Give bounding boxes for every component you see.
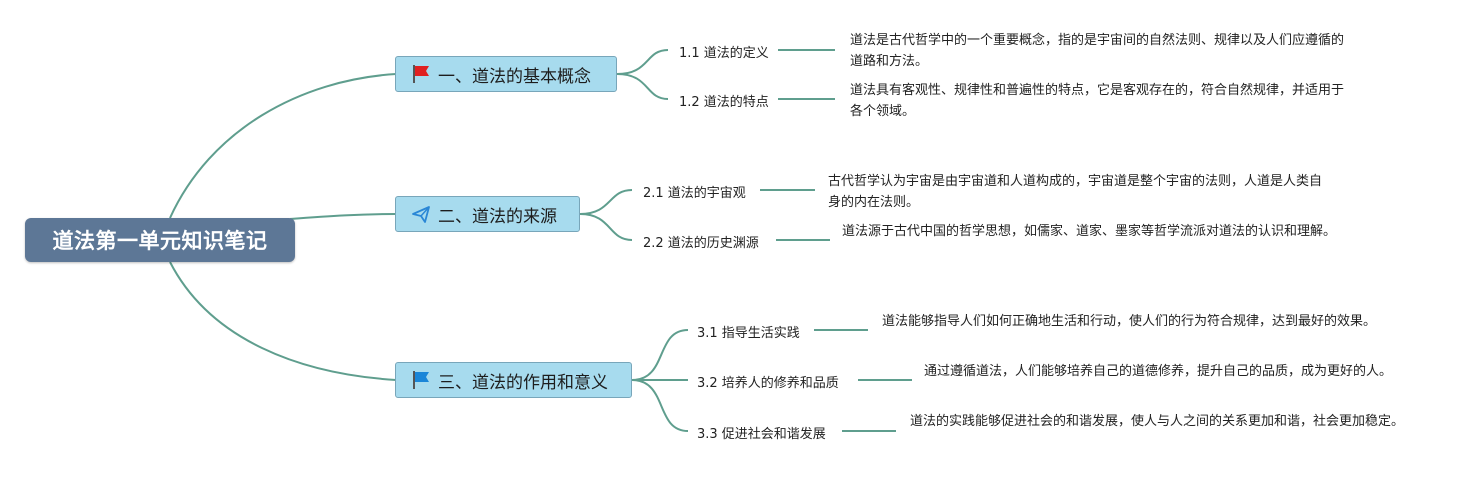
blue-flag-icon <box>410 370 432 390</box>
description-3-2: 通过遵循道法，人们能够培养自己的道德修养，提升自己的品质，成为更好的人。 <box>924 364 1393 379</box>
subtopic-2-2[interactable]: 2.2 道法的历史渊源 <box>643 236 759 251</box>
description-2-2: 道法源于古代中国的哲学思想，如儒家、道家、墨家等哲学流派对道法的认识和理解。 <box>842 224 1337 239</box>
subtopic-1-2[interactable]: 1.2 道法的特点 <box>679 95 769 110</box>
subtopic-3-3[interactable]: 3.3 促进社会和谐发展 <box>697 427 826 442</box>
subtopic-3-1[interactable]: 3.1 指导生活实践 <box>697 326 800 341</box>
branch-node-origins[interactable]: 二、道法的来源 <box>395 196 580 232</box>
subtopic-2-1[interactable]: 2.1 道法的宇宙观 <box>643 186 746 201</box>
subtopic-3-2[interactable]: 3.2 培养人的修养和品质 <box>697 376 839 391</box>
branch-label: 二、道法的来源 <box>438 206 557 227</box>
branch-node-basic-concepts[interactable]: 一、道法的基本概念 <box>395 56 617 92</box>
root-label: 道法第一单元知识笔记 <box>52 229 268 253</box>
branch-label: 一、道法的基本概念 <box>438 66 591 87</box>
description-1-2: 道法具有客观性、规律性和普遍性的特点，它是客观存在的，符合自然规律，并适用于各个… <box>850 83 1345 119</box>
description-1-1: 道法是古代哲学中的一个重要概念，指的是宇宙间的自然法则、规律以及人们应遵循的道路… <box>850 33 1345 69</box>
description-3-1: 道法能够指导人们如何正确地生活和行动，使人们的行为符合规律，达到最好的效果。 <box>882 314 1377 329</box>
red-flag-icon <box>410 64 432 84</box>
description-3-3: 道法的实践能够促进社会的和谐发展，使人与人之间的关系更加和谐，社会更加稳定。 <box>910 414 1405 429</box>
branch-node-role-and-meaning[interactable]: 三、道法的作用和意义 <box>395 362 632 398</box>
paper-plane-icon <box>410 204 432 224</box>
branch-label: 三、道法的作用和意义 <box>438 372 608 393</box>
subtopic-1-1[interactable]: 1.1 道法的定义 <box>679 46 769 61</box>
description-2-1: 古代哲学认为宇宙是由宇宙道和人道构成的，宇宙道是整个宇宙的法则，人道是人类自身的… <box>828 174 1323 210</box>
root-node[interactable]: 道法第一单元知识笔记 <box>25 218 295 262</box>
